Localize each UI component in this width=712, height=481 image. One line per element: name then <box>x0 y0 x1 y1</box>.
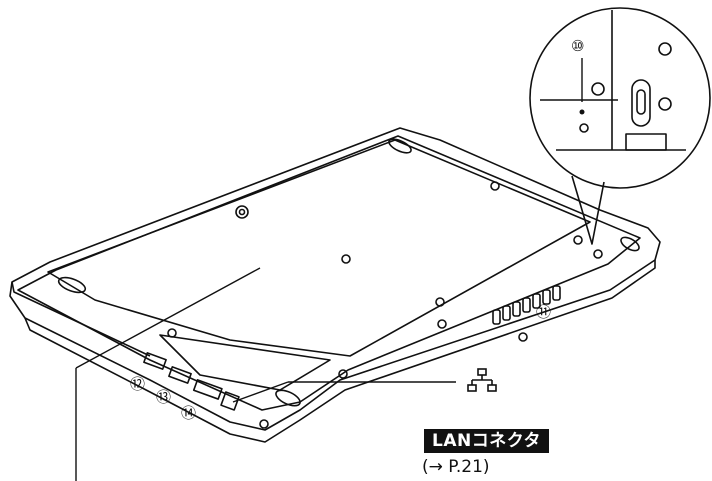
inset-hole <box>579 123 589 133</box>
callout-line-lan <box>232 381 289 403</box>
screw <box>593 249 603 259</box>
callout-13: ⑬ <box>156 388 172 406</box>
screw <box>490 181 500 191</box>
callout-10: ⑩ <box>571 37 585 55</box>
inset-hole <box>658 42 672 56</box>
magnifier-pointer <box>571 175 605 245</box>
screw <box>167 328 177 338</box>
front-lip <box>11 281 151 357</box>
vent-grille <box>492 285 561 325</box>
screw <box>437 319 447 329</box>
inset-slot <box>631 79 651 127</box>
screw <box>341 254 351 264</box>
reset-hole-dot <box>579 109 585 115</box>
rubber-foot <box>57 276 87 294</box>
screw <box>238 208 246 216</box>
laptop-body <box>9 127 661 431</box>
lan-page-reference: (→ P.21) <box>422 457 490 477</box>
screw <box>573 235 583 245</box>
callout-14: ⑭ <box>181 404 197 422</box>
screw <box>338 369 348 379</box>
lan-network-icon <box>467 368 497 392</box>
inset-hole <box>591 82 605 96</box>
rubber-foot <box>388 138 412 154</box>
inset-edge <box>540 10 686 151</box>
callout-11: ⑪ <box>536 303 552 321</box>
inset-notch <box>625 133 667 151</box>
magnifier-circle <box>529 7 711 189</box>
inset-slot-inner <box>636 89 646 115</box>
side-ports <box>143 352 269 429</box>
rubber-foot <box>275 389 301 407</box>
inset-hole <box>658 97 672 111</box>
screw <box>235 205 249 219</box>
screw <box>435 297 445 307</box>
base-plate-surface <box>17 135 641 411</box>
rubber-foot <box>620 236 640 252</box>
screw <box>518 332 528 342</box>
callout-12: ⑫ <box>130 375 146 393</box>
lan-connector-label: LANコネクタ <box>424 429 550 453</box>
callout-line-bottom-diag <box>75 267 261 369</box>
